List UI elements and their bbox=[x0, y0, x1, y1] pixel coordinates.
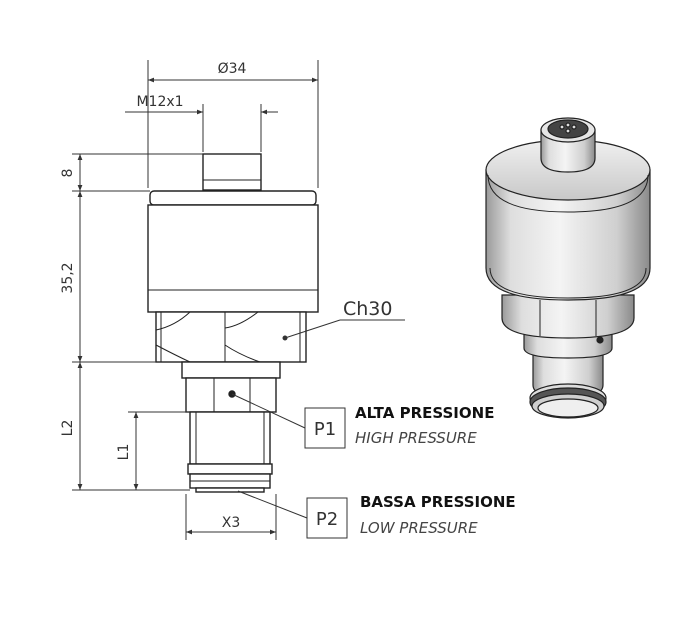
length-l1-label: L1 bbox=[116, 444, 132, 461]
o-ring bbox=[187, 463, 273, 475]
body-height-label: 35,2 bbox=[60, 262, 76, 293]
diameter-label: Ø34 bbox=[218, 61, 247, 77]
p1-box bbox=[304, 407, 346, 449]
p2-title: BASSA PRESSIONE bbox=[360, 493, 516, 511]
sensor-side-view bbox=[147, 153, 319, 493]
main-body bbox=[147, 204, 319, 313]
p1-id: P1 bbox=[314, 419, 336, 440]
dimension-lines bbox=[72, 60, 405, 540]
connector-pin bbox=[202, 153, 262, 191]
hex-nut bbox=[155, 311, 307, 363]
length-l2-label: L2 bbox=[60, 420, 76, 437]
sensor-3d-render bbox=[485, 117, 651, 419]
connector-height-label: 8 bbox=[60, 169, 76, 178]
p1-title: ALTA PRESSIONE bbox=[355, 404, 494, 422]
hex-label: Ch30 bbox=[343, 298, 393, 320]
thread-x3-label: X3 bbox=[222, 515, 241, 531]
cartridge bbox=[189, 411, 271, 465]
p2-box bbox=[306, 497, 348, 539]
neck bbox=[181, 361, 281, 379]
p1-subtitle: HIGH PRESSURE bbox=[355, 429, 477, 447]
p2-id: P2 bbox=[316, 509, 338, 530]
p2-subtitle: LOW PRESSURE bbox=[360, 519, 478, 537]
top-cap bbox=[149, 190, 317, 206]
thread-label: M12x1 bbox=[136, 94, 183, 110]
